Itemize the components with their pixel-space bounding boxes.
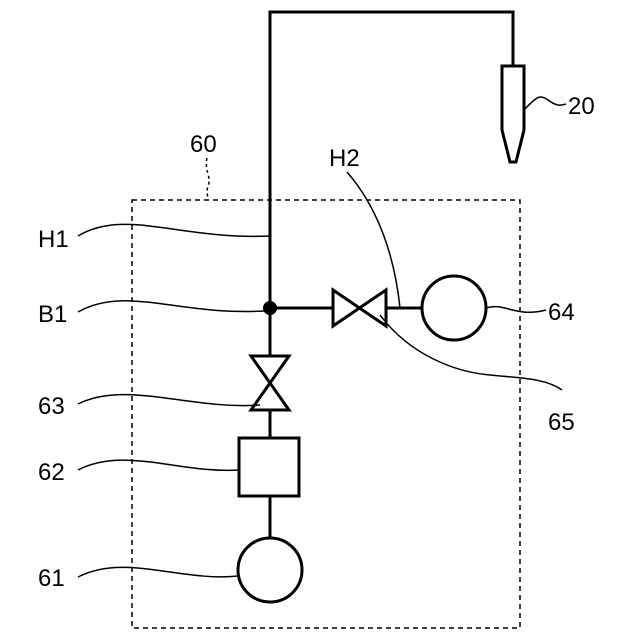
leader-b1 [78,301,264,312]
leader-64 [486,307,546,313]
leader-61 [78,567,238,577]
label-h1: H1 [38,226,69,253]
pipe-h1 [270,12,513,308]
label-b1: B1 [38,301,67,328]
filter-62 [239,438,299,496]
pump-64 [422,276,486,340]
label-20: 20 [568,93,595,120]
label-65: 65 [548,409,575,436]
leader-20 [524,97,566,110]
label-63: 63 [38,393,65,420]
source-61 [238,538,302,602]
valve-63 [251,356,289,410]
valve-65 [333,290,386,326]
leader-62 [78,460,239,470]
label-64: 64 [548,299,575,326]
label-h2: H2 [329,145,360,172]
label-60: 60 [190,131,217,158]
leader-h1 [78,224,270,236]
unit-enclosure [132,200,520,628]
leader-h2 [347,172,400,308]
leader-60 [206,158,209,200]
label-62: 62 [38,459,65,486]
label-61: 61 [38,565,65,592]
leader-63 [78,395,260,406]
nozzle [502,66,524,162]
branch-point [263,301,277,315]
